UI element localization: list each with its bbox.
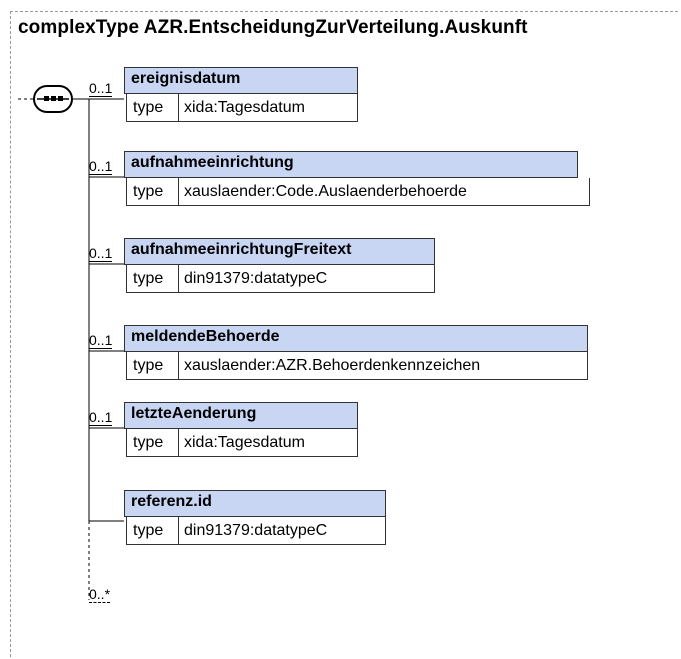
element-name[interactable]: referenz.id — [124, 490, 386, 517]
element-box-referenz-id[interactable]: referenz.id type din91379:datatypeC — [124, 490, 386, 545]
element-name[interactable]: letzteAenderung — [124, 402, 358, 429]
type-key: type — [127, 94, 179, 121]
type-value[interactable]: xida:Tagesdatum — [184, 99, 305, 116]
complex-type-title: complexType AZR.EntscheidungZurVerteilun… — [18, 17, 528, 38]
element-box-ereignisdatum[interactable]: ereignisdatum type xida:Tagesdatum — [124, 67, 358, 122]
cardinality-label: 0..1 — [89, 80, 113, 97]
element-name[interactable]: ereignisdatum — [124, 67, 358, 94]
element-name[interactable]: aufnahmeeinrichtungFreitext — [124, 238, 435, 265]
element-box-aufnahmeeinrichtung[interactable]: aufnahmeeinrichtung type xauslaender:Cod… — [124, 151, 590, 206]
diagram-frame — [10, 11, 678, 657]
type-value[interactable]: xida:Tagesdatum — [184, 434, 305, 451]
type-value[interactable]: din91379:datatypeC — [184, 522, 328, 539]
type-key: type — [127, 517, 179, 544]
cardinality-label: 0..1 — [89, 332, 113, 349]
element-type-row: type xida:Tagesdatum — [126, 429, 358, 457]
type-value[interactable]: xauslaender:Code.Auslaenderbehoerde — [184, 183, 467, 200]
type-key: type — [127, 178, 179, 205]
element-name[interactable]: aufnahmeeinrichtung — [124, 151, 578, 178]
type-value[interactable]: xauslaender:AZR.Behoerdenkennzeichen — [184, 357, 481, 374]
cardinality-label: 0..1 — [89, 409, 113, 426]
element-type-row: type din91379:datatypeC — [126, 517, 386, 545]
type-key: type — [127, 352, 179, 379]
type-key: type — [127, 265, 179, 292]
element-name[interactable]: meldendeBehoerde — [124, 325, 588, 352]
element-type-row: type xauslaender:AZR.Behoerdenkennzeiche… — [126, 352, 588, 380]
element-box-letzteAenderung[interactable]: letzteAenderung type xida:Tagesdatum — [124, 402, 358, 457]
cardinality-label: 0..1 — [89, 158, 113, 175]
sequence-cardinality-label: 0..* — [89, 586, 111, 603]
type-key: type — [127, 429, 179, 456]
element-type-row: type xida:Tagesdatum — [126, 94, 358, 122]
cardinality-label: 0..1 — [89, 245, 113, 262]
sequence-compositor-icon — [33, 85, 73, 113]
element-box-meldendeBehoerde[interactable]: meldendeBehoerde type xauslaender:AZR.Be… — [124, 325, 588, 380]
element-box-aufnahmeeinrichtungFreitext[interactable]: aufnahmeeinrichtungFreitext type din9137… — [124, 238, 435, 293]
type-value[interactable]: din91379:datatypeC — [184, 270, 328, 287]
element-type-row: type din91379:datatypeC — [126, 265, 435, 293]
element-type-row: type xauslaender:Code.Auslaenderbehoerde — [126, 178, 590, 206]
